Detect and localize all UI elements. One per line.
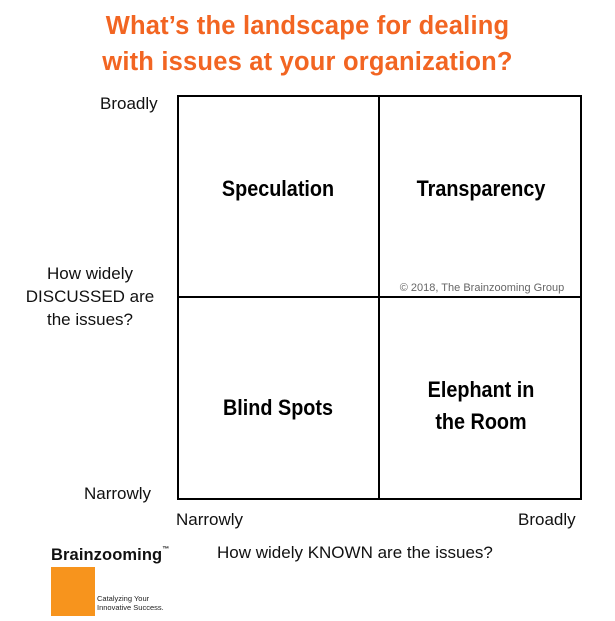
x-axis-left-label: Narrowly [176, 510, 244, 529]
title-line-1: What’s the landscape for dealing [105, 12, 510, 40]
logo-orange-square [51, 567, 95, 616]
quadrant-transparency: Transparency [416, 176, 546, 201]
copyright-notice: © 2018, The Brainzooming Group [399, 282, 565, 294]
quadrant-elephant-in-the-room: Elephant in the Room [391, 374, 571, 438]
logo-name: Brainzooming [51, 546, 163, 564]
quadrant-blind-spots: Blind Spots [223, 395, 333, 420]
brainzooming-logo: Brainzooming™ Catalyzing Your Innovative… [51, 546, 169, 616]
title-line-2: with issues at your organization? [102, 48, 513, 76]
logo-tagline-line-1: Catalyzing Your [97, 594, 150, 603]
logo-tagline-line-2: Innovative Success. [97, 603, 164, 612]
quadrant-elephant-line-2: the Room [435, 409, 527, 434]
x-axis-title: How widely KNOWN are the issues? [217, 543, 493, 562]
grid-horizontal-divider [177, 296, 582, 298]
y-axis-title-line-1: How widely [47, 264, 133, 283]
y-axis-bottom-label: Narrowly [84, 484, 152, 503]
diagram-title: What’s the landscape for dealing with is… [40, 8, 575, 80]
logo-tagline: Catalyzing Your Innovative Success. [97, 594, 187, 612]
logo-trademark: ™ [162, 546, 170, 553]
y-axis-title: How widely DISCUSSED are the issues? [10, 262, 170, 331]
x-axis-right-label: Broadly [518, 510, 576, 529]
quadrant-elephant-line-1: Elephant in [427, 377, 535, 402]
quadrant-speculation: Speculation [221, 176, 335, 201]
y-axis-top-label: Broadly [100, 94, 158, 113]
y-axis-title-line-3: the issues? [47, 310, 133, 329]
logo-wordmark: Brainzooming™ [51, 546, 169, 565]
y-axis-title-line-2: DISCUSSED are [25, 287, 155, 306]
